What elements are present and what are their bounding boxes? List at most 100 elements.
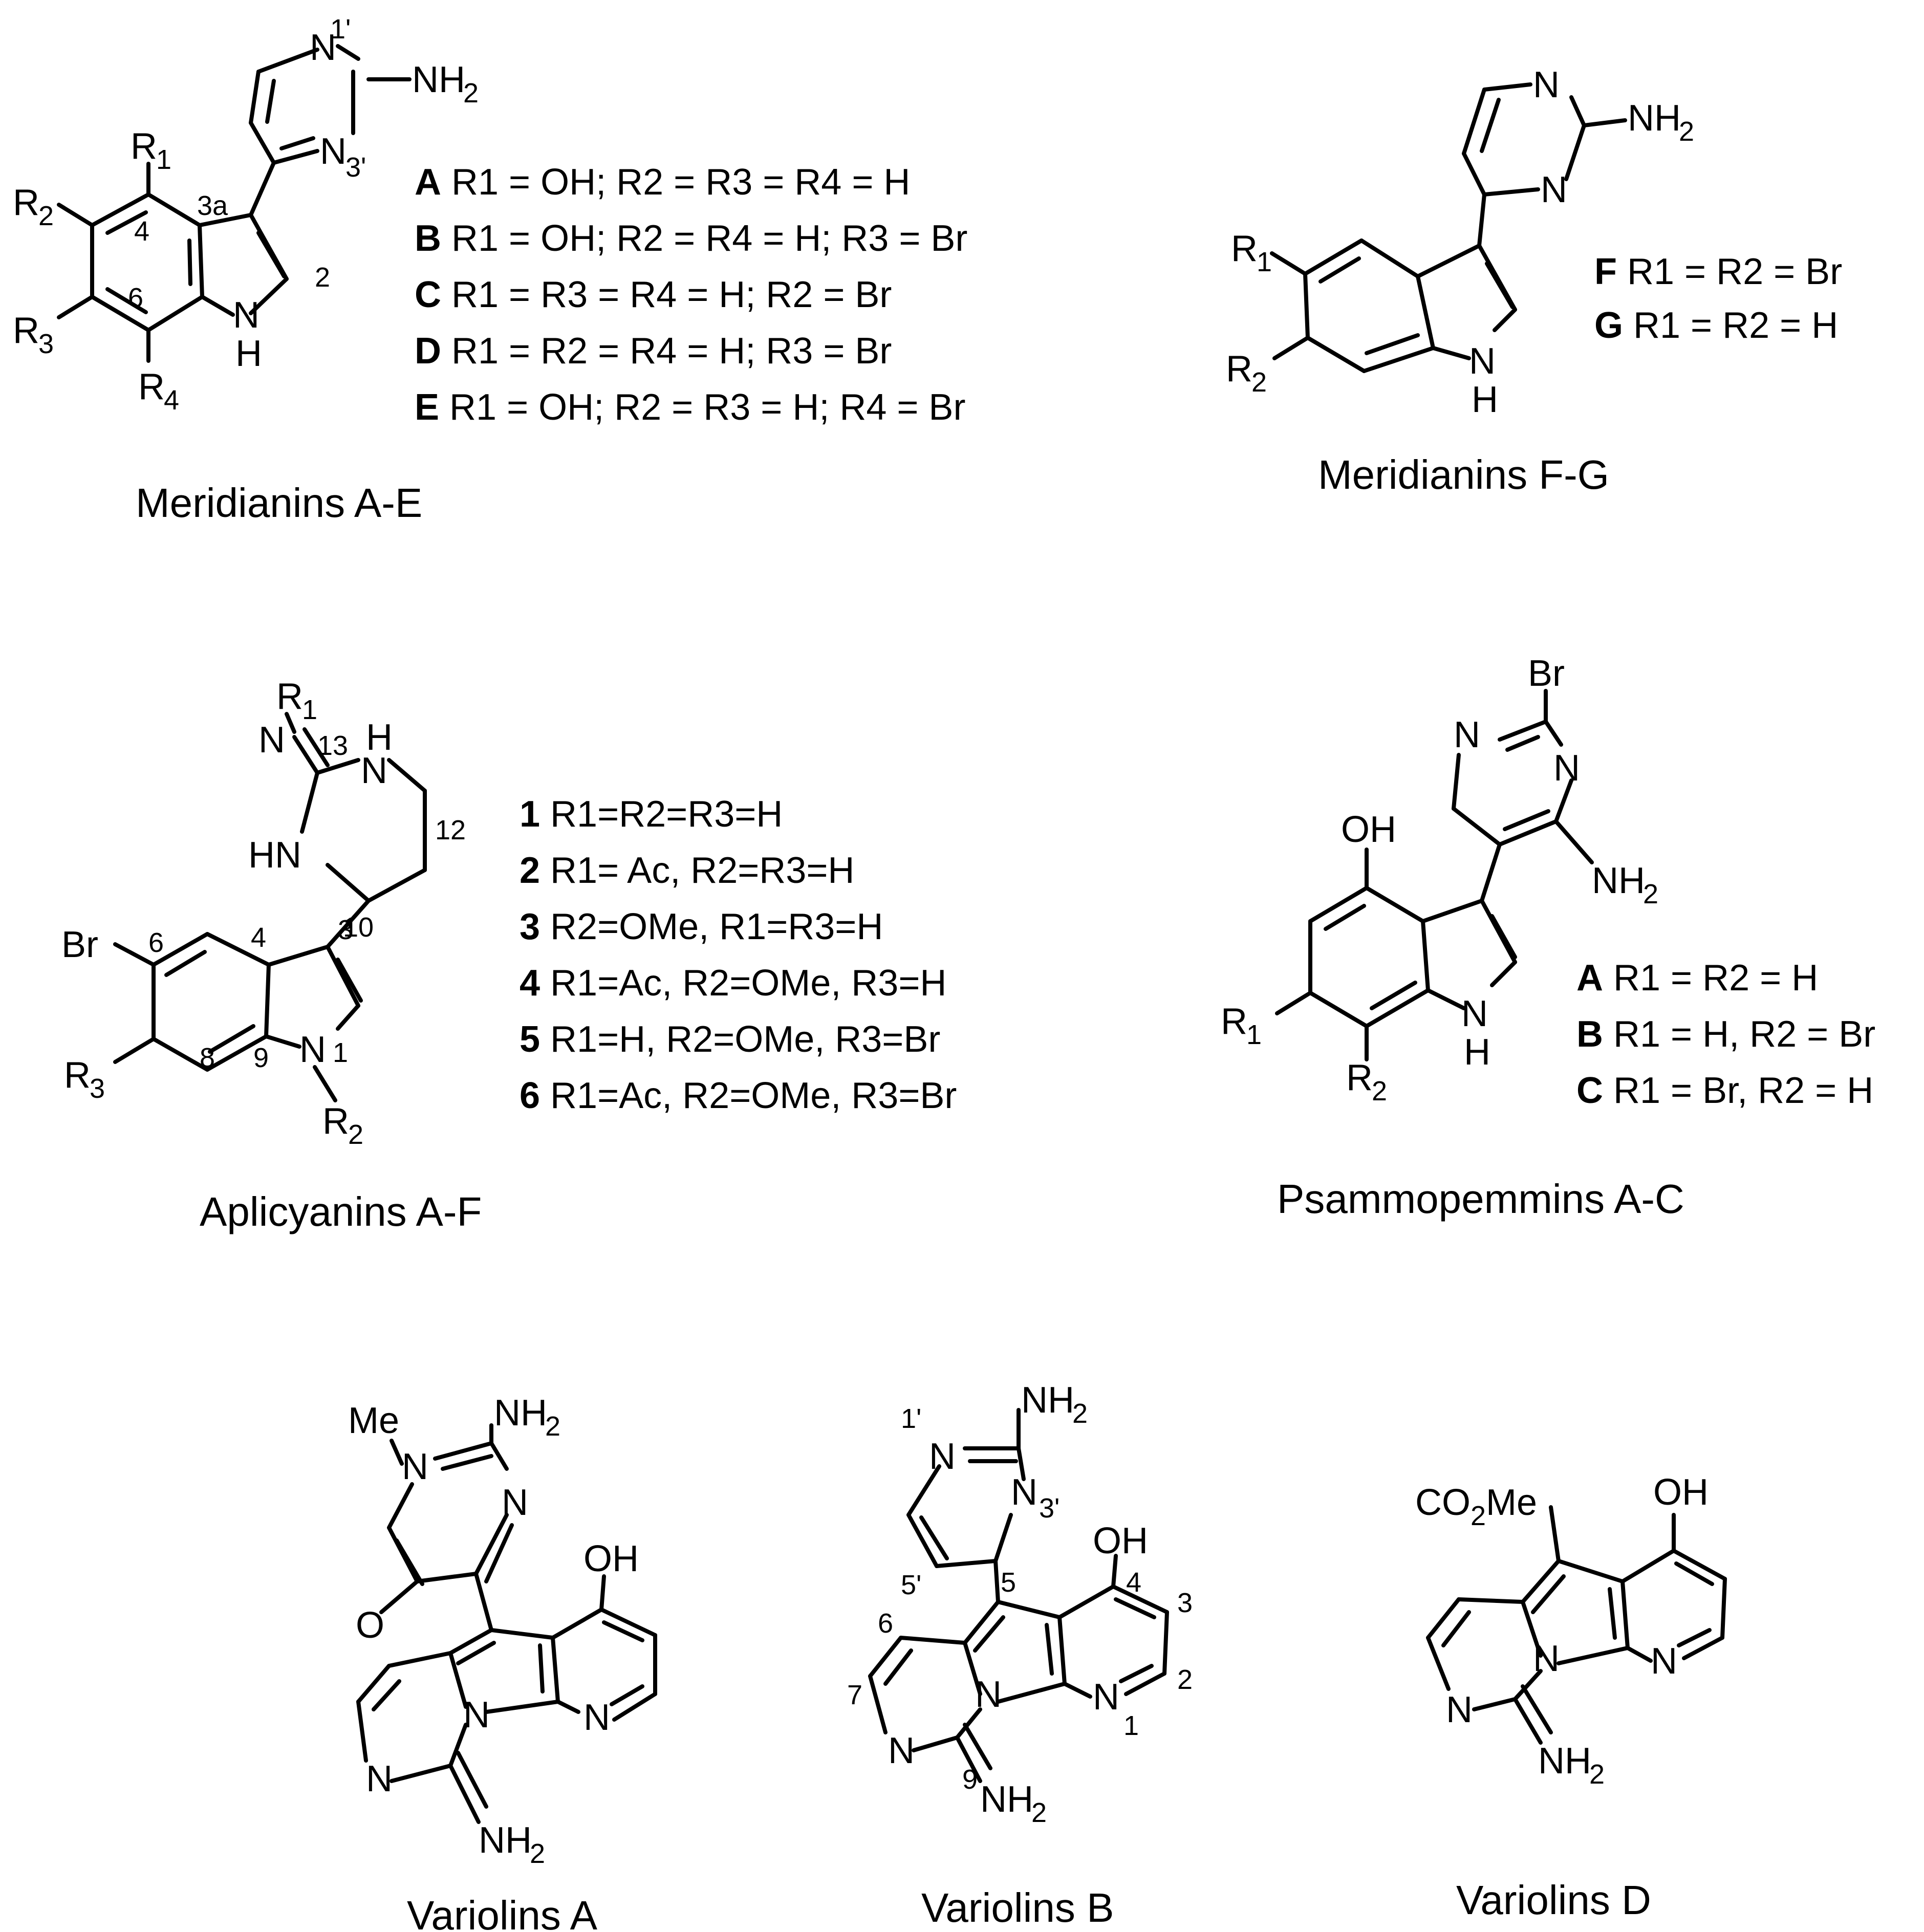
atom-oh: OH	[1653, 1472, 1709, 1513]
atom-r2-sub: 2	[1251, 367, 1267, 398]
indole-core	[57, 161, 289, 363]
number-c3: 3	[1177, 1588, 1193, 1618]
atom-nh2-top-sub: 2	[545, 1411, 560, 1442]
definition-e-text: R1 = OH; R2 = R3 = H; R4 = Br	[449, 387, 965, 428]
definition-3-label: 3	[520, 906, 540, 947]
atom-r2: R	[322, 1101, 349, 1142]
atom-n-pyr: N	[1651, 1641, 1677, 1682]
number-3-prime: 3'	[1039, 1493, 1060, 1524]
number-c13: 13	[317, 730, 348, 761]
atom-co2me-tail: Me	[1486, 1482, 1537, 1523]
atom-n-left: N	[1454, 714, 1480, 755]
atom-r2-sub: 2	[348, 1119, 363, 1150]
number-c6: 6	[878, 1608, 893, 1639]
panel-variolins-d: CO2Me OH N N N NH 2 Variolins D	[1415, 1472, 1727, 1923]
definition-psammo-b-text: R1 = H, R2 = Br	[1613, 1014, 1875, 1055]
atom-oh: OH	[583, 1538, 639, 1579]
definition-6-label: 6	[520, 1075, 540, 1116]
atom-n-ring: N	[361, 750, 387, 791]
definition-f-label: F	[1594, 251, 1617, 292]
number-c5: 5	[1001, 1567, 1016, 1598]
definition-g-label: G	[1594, 305, 1623, 346]
atom-o: O	[356, 1605, 384, 1646]
panel-variolins-a: Me N NH 2 N O	[348, 1393, 657, 1932]
caption-meridianins-a-e: Meridianins A-E	[136, 480, 422, 526]
definition-5-label: 5	[520, 1019, 540, 1060]
variolin-b-pyrimidine	[906, 1408, 1026, 1568]
number-c2: 2	[1177, 1664, 1193, 1695]
atom-r1: R	[1231, 228, 1258, 269]
atom-r4: R	[138, 366, 165, 407]
atom-r3: R	[64, 1055, 91, 1096]
number-c4: 4	[251, 922, 266, 953]
caption-meridianins-f-g: Meridianins F-G	[1318, 452, 1609, 497]
variolin-b-core	[868, 1554, 1169, 1783]
number-c4: 4	[1126, 1567, 1141, 1598]
atom-br: Br	[61, 924, 98, 965]
atom-nh: N	[233, 295, 260, 336]
atom-r2: R	[1226, 349, 1252, 389]
atom-h: H	[1472, 379, 1498, 420]
atom-n-bottom: N	[1541, 169, 1567, 210]
atom-n1: N	[299, 1029, 326, 1070]
definition-g-text: R1 = R2 = H	[1633, 305, 1838, 346]
definition-2-label: 2	[520, 850, 540, 891]
atom-h: H	[235, 333, 262, 374]
definition-4-text: R1=Ac, R2=OMe, R3=H	[550, 963, 946, 1004]
variolin-d-core	[1426, 1505, 1727, 1745]
definition-psammo-a-text: R1 = R2 = H	[1613, 958, 1818, 998]
indole-core-aplicyanin	[113, 899, 371, 1102]
caption-psammopemmins: Psammopemmins A-C	[1277, 1176, 1684, 1222]
atom-n-pym: N	[888, 1730, 915, 1771]
atom-r3-sub: 3	[90, 1073, 105, 1104]
label-3-prime: 3'	[345, 152, 366, 183]
number-n1: 1	[333, 1037, 348, 1068]
definition-psammo-c-label: C	[1576, 1070, 1603, 1111]
label-1-prime: 1'	[330, 14, 351, 45]
definition-1-text: R1=R2=R3=H	[550, 794, 783, 835]
definition-f-text: R1 = R2 = Br	[1627, 251, 1842, 292]
atom-nh2-bottom: NH	[980, 1779, 1033, 1820]
definition-c-label: C	[415, 274, 441, 315]
atom-n1-prime: N	[310, 27, 336, 68]
definition-3-text: R2=OMe, R1=R3=H	[550, 906, 883, 947]
definition-4-label: 4	[520, 963, 540, 1004]
number-c6: 6	[128, 283, 143, 313]
atom-nh2: NH	[412, 59, 465, 100]
number-n1: 1	[1123, 1710, 1139, 1741]
atom-co2me-co: CO	[1415, 1482, 1471, 1523]
atom-r3-sub: 3	[38, 329, 54, 359]
atom-r1-sub: 1	[156, 144, 171, 175]
panel-aplicyanins-a-f: R 1 N H N HN 13 12 10 Br R	[61, 676, 957, 1234]
atom-n-imine: N	[258, 720, 285, 761]
number-c2: 2	[315, 262, 330, 293]
definition-5-text: R1=H, R2=OMe, R3=Br	[550, 1019, 940, 1060]
pyrimidine-ring-psammo	[1452, 689, 1594, 864]
definition-c-text: R1 = R3 = R4 = H; R2 = Br	[451, 274, 892, 315]
atom-nh2-bottom-sub: 2	[1031, 1797, 1047, 1828]
definition-d-label: D	[415, 331, 441, 372]
number-c3: 3	[338, 915, 353, 945]
number-c3a: 3a	[197, 190, 228, 221]
caption-variolins-d: Variolins D	[1456, 1877, 1651, 1923]
definition-psammo-b-label: B	[1576, 1014, 1603, 1055]
atom-nh2: NH	[1538, 1741, 1591, 1782]
atom-nh2-top: NH	[494, 1393, 547, 1434]
number-c4: 4	[134, 216, 149, 247]
atom-r2-sub: 2	[1372, 1076, 1387, 1106]
definition-b-text: R1 = OH; R2 = R4 = H; R3 = Br	[451, 218, 967, 259]
atom-n-pym: N	[1446, 1689, 1473, 1730]
